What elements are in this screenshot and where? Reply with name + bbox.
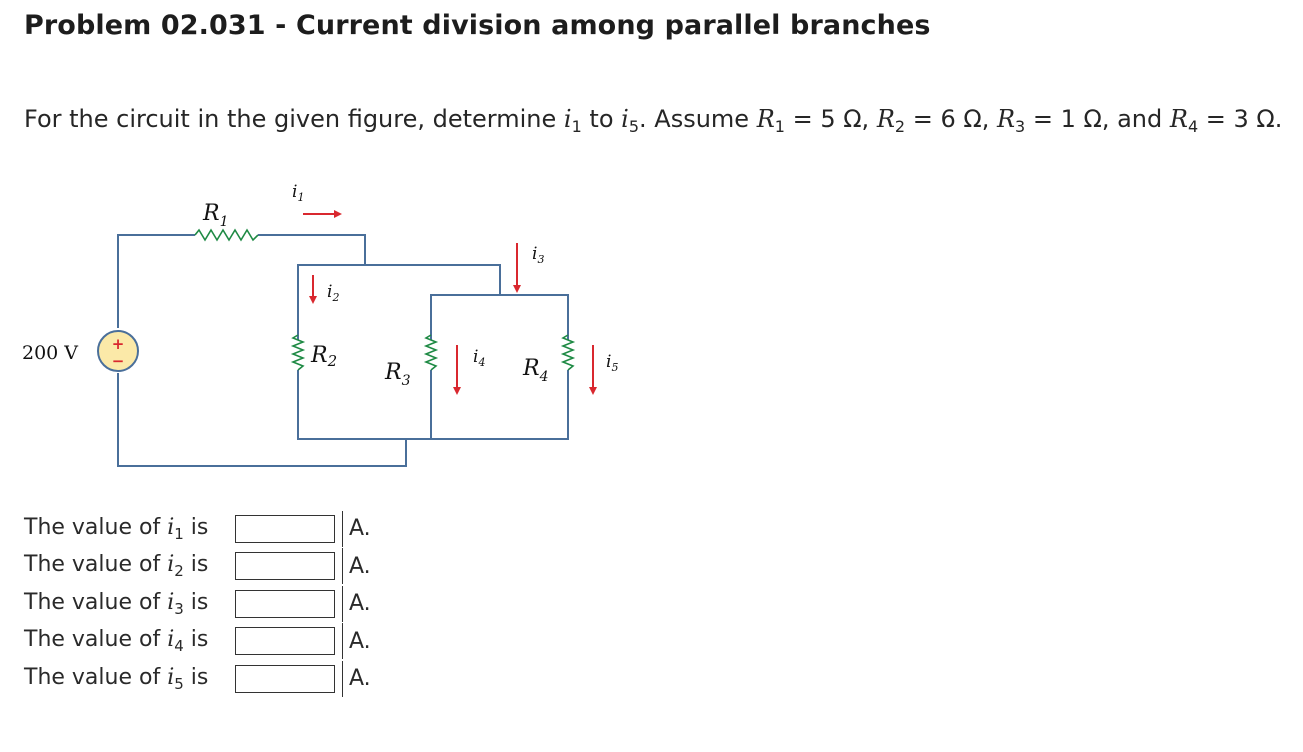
i3-label: i3 (532, 244, 544, 266)
i5-answer-input[interactable] (235, 664, 335, 693)
unit-label: A. (342, 510, 379, 547)
unit-label: A. (342, 585, 379, 622)
i2-label: i2 (327, 282, 339, 304)
unit-label: A. (342, 623, 379, 660)
i4-answer-input[interactable] (235, 627, 335, 656)
r2-resistor-icon (290, 334, 306, 371)
answer-label: The value of i4 is (24, 627, 209, 656)
circuit-diagram: + − 200 V R1 R2 R3 R4 i1 i2 i3 i4 i5 (22, 182, 618, 467)
question-text: For the circuit in the given figure, det… (24, 105, 1283, 136)
svg-text:−: − (112, 352, 125, 370)
answer-label: The value of i1 is (24, 514, 209, 543)
answer-row-i2: The value of i2 is A. (24, 548, 379, 586)
unit-label: A. (342, 660, 379, 697)
unit-label: A. (342, 548, 379, 585)
answer-list: The value of i1 is A. The value of i2 is… (24, 510, 379, 698)
source-label: 200 V (22, 342, 78, 364)
page-title: Problem 02.031 - Current division among … (24, 10, 931, 41)
answer-row-i5: The value of i5 is A. (24, 660, 379, 698)
i2-answer-input[interactable] (235, 552, 335, 581)
answer-row-i1: The value of i1 is A. (24, 510, 379, 548)
i3-answer-input[interactable] (235, 589, 335, 618)
answer-row-i3: The value of i3 is A. (24, 585, 379, 623)
voltage-source-icon: + − (97, 330, 139, 372)
r2-label: R2 (310, 343, 337, 370)
i4-label: i4 (473, 347, 485, 369)
r4-resistor-icon (560, 334, 576, 371)
i1-answer-input[interactable] (235, 514, 335, 543)
i5-label: i5 (606, 352, 618, 374)
answer-label: The value of i2 is (24, 552, 209, 581)
circuit-wires (117, 234, 569, 467)
r3-resistor-icon (423, 334, 439, 371)
answer-label: The value of i3 is (24, 589, 209, 618)
answer-row-i4: The value of i4 is A. (24, 623, 379, 661)
r4-label: R4 (522, 356, 549, 385)
answer-label: The value of i5 is (24, 664, 209, 693)
r1-resistor-icon (194, 228, 259, 242)
r1-label: R1 (202, 201, 229, 230)
i1-label: i1 (292, 182, 304, 204)
r3-label: R3 (384, 360, 411, 389)
svg-text:+: + (112, 335, 125, 353)
